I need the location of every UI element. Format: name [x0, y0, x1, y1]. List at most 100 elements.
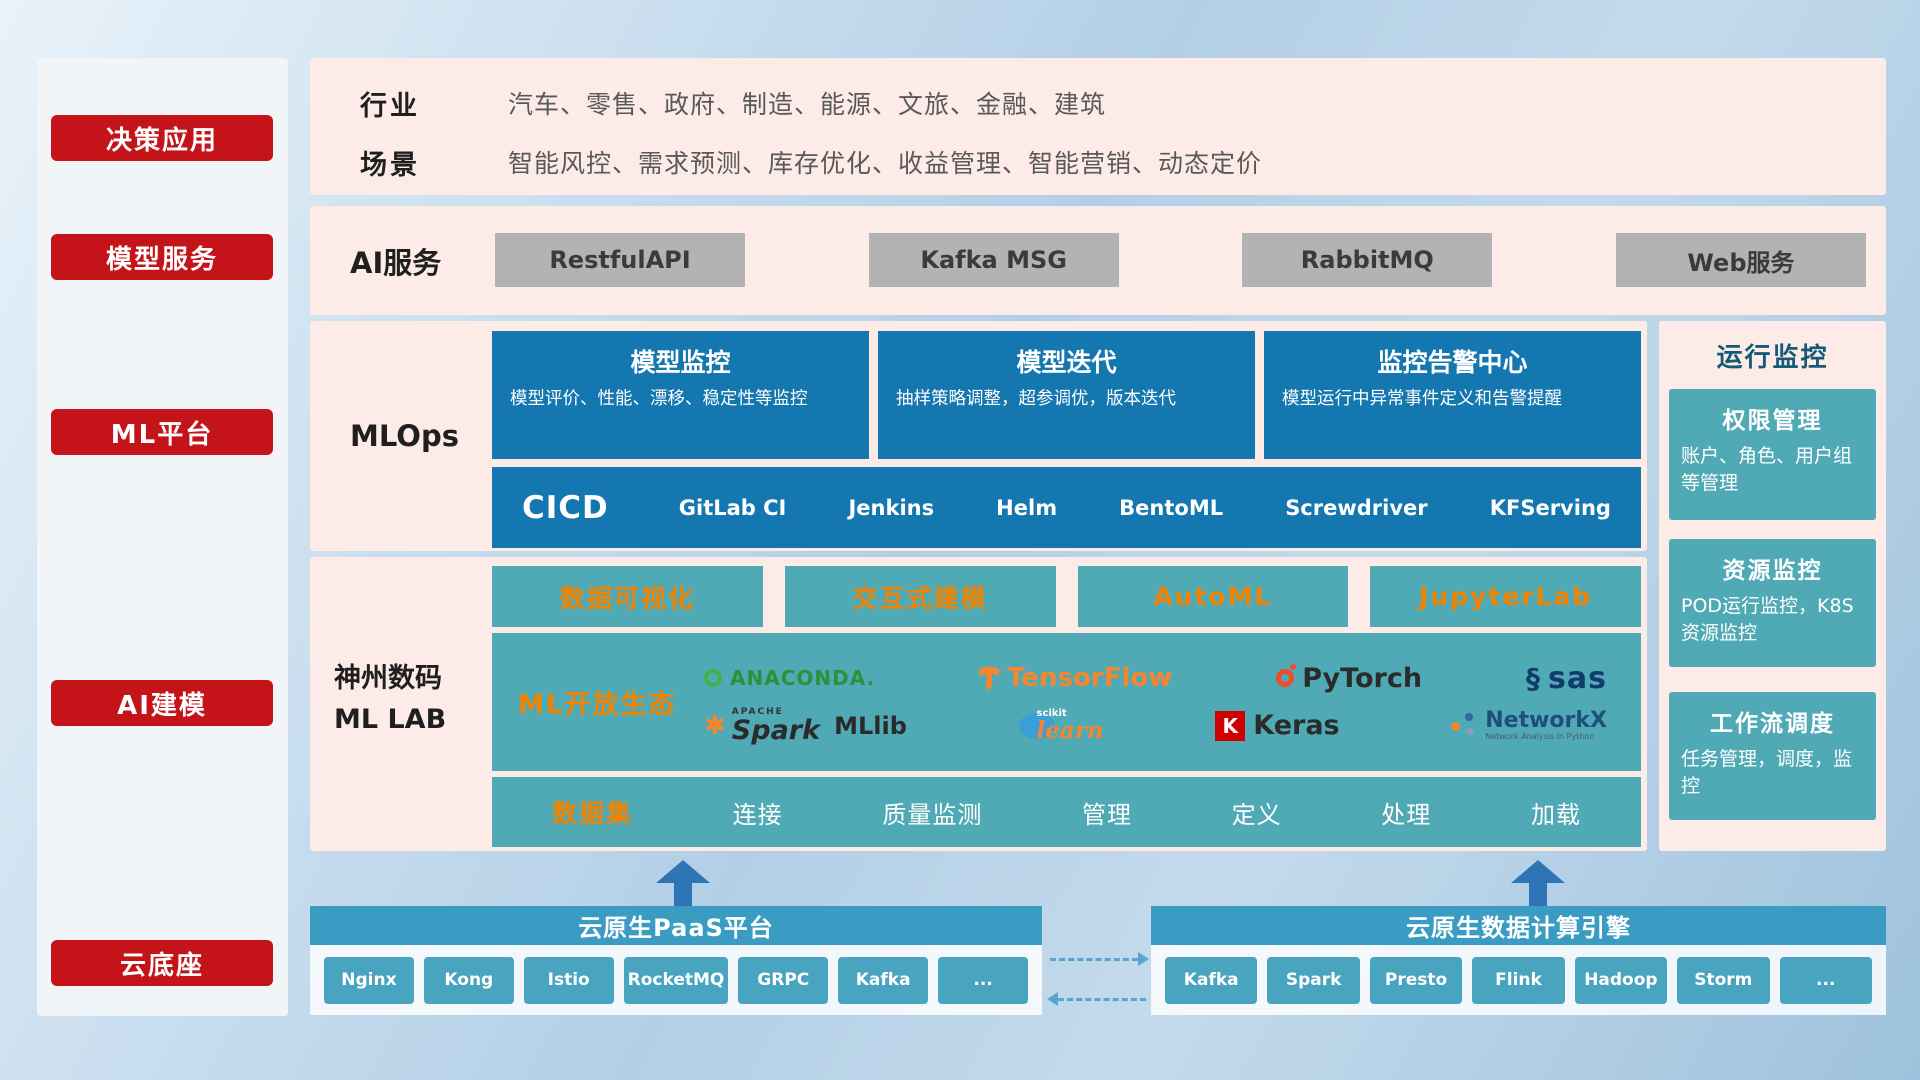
paas-nginx: Nginx [324, 956, 414, 1004]
tool-jenkins: Jenkins [848, 495, 935, 520]
tool-interactive-modeling: 交互式建模 [784, 566, 1056, 627]
sas-icon: § [1526, 661, 1541, 695]
tool-jupyterlab: JupyterLab [1370, 566, 1641, 627]
tool-automl: AutoML [1077, 566, 1349, 627]
card-title: 资源监控 [1722, 558, 1823, 584]
anaconda-icon [704, 669, 722, 687]
networkx-icon [1451, 713, 1477, 737]
card-title: 权限管理 [1722, 408, 1823, 434]
left-sidebar [37, 58, 288, 1016]
mlops-label: MLOps [350, 419, 459, 453]
mllab-panel: 神州数码 ML LAB 数据可视化 交互式建模 AutoML JupyterLa… [310, 557, 1647, 851]
tensorflow-logo: TensorFlow [979, 663, 1172, 693]
sidebar-item-ml-platform: ML平台 [51, 409, 273, 455]
card-permission-management: 权限管理 账户、角色、用户组等管理 [1669, 389, 1876, 520]
engine-hadoop: Hadoop [1574, 956, 1668, 1004]
card-alert-center: 监控告警中心 模型运行中异常事件定义和告警提醒 [1264, 331, 1641, 459]
mllib-text: MLlib [834, 711, 907, 740]
tool-screwdriver: Screwdriver [1285, 495, 1428, 520]
dashed-connector-left [1058, 998, 1146, 1001]
up-arrow-left-stem [674, 882, 692, 907]
up-arrow-right-stem [1529, 882, 1547, 907]
service-restfulapi: RestfulAPI [495, 233, 745, 287]
sidebar-item-decision-apps: 决策应用 [51, 115, 273, 161]
paas-header: 云原生PaaS平台 [310, 906, 1042, 945]
spark-text: Spark [731, 714, 821, 746]
paas-strip: Nginx Kong Istio RocketMQ GRPC Kafka ... [310, 945, 1042, 1015]
card-model-iteration: 模型迭代 抽样策略调整，超参调优，版本迭代 [878, 331, 1255, 459]
cicd-label: CICD [522, 489, 609, 526]
paas-grpc: GRPC [738, 956, 829, 1004]
spark-apache-text: APACHE [731, 706, 784, 717]
mllab-label-line1: 神州数码 [334, 663, 442, 694]
card-resource-monitoring: 资源监控 POD运行监控，K8S资源监控 [1669, 539, 1876, 667]
engine-kafka: Kafka [1165, 956, 1258, 1004]
ai-services-row: RestfulAPI Kafka MSG RabbitMQ Web服务 [495, 233, 1866, 287]
card-desc: 抽样策略调整，超参调优，版本迭代 [896, 389, 1176, 409]
monitoring-panel: 运行监控 权限管理 账户、角色、用户组等管理 资源监控 POD运行监控，K8S资… [1659, 321, 1886, 851]
ecosystem-logos: ANACONDA. TensorFlow PyTorch § sas [696, 661, 1615, 744]
dataset-manage: 管理 [1081, 800, 1132, 829]
pytorch-text: PyTorch [1302, 662, 1423, 694]
spark-mllib-logo: ✱ APACHE Spark MLlib [704, 706, 907, 746]
industry-label: 行业 [360, 91, 420, 122]
card-desc: POD运行监控，K8S资源监控 [1681, 595, 1854, 644]
service-kafka-msg: Kafka MSG [868, 233, 1119, 287]
scikit-learn-logo: scikit learn [1018, 709, 1104, 743]
dataset-process: 处理 [1381, 800, 1432, 829]
mllab-top-tools: 数据可视化 交互式建模 AutoML JupyterLab [492, 566, 1641, 627]
up-arrow-left [656, 860, 710, 883]
mllab-label-line2: ML LAB [334, 703, 447, 735]
dataset-load: 加载 [1530, 800, 1581, 829]
dashed-arrowhead-left [1047, 992, 1058, 1006]
card-model-monitoring: 模型监控 模型评价、性能、漂移、稳定性等监控 [492, 331, 869, 459]
service-web: Web服务 [1615, 233, 1866, 287]
engine-storm: Storm [1677, 956, 1770, 1004]
tool-kfserving: KFServing [1489, 495, 1611, 520]
sidebar-item-model-services: 模型服务 [51, 234, 273, 280]
dashed-connector-right [1050, 958, 1138, 961]
up-arrow-right [1511, 860, 1565, 883]
spark-wordmark: APACHE Spark [731, 706, 821, 746]
sas-logo: § sas [1526, 661, 1607, 696]
dataset-quality: 质量监测 [882, 800, 983, 829]
tool-bentoml: BentoML [1119, 495, 1224, 520]
networkx-logo: NetworkX Network Analysis in Python [1451, 708, 1607, 742]
card-title: 模型监控 [630, 348, 731, 377]
dataset-define: 定义 [1231, 800, 1282, 829]
tool-gitlab-ci: GitLab CI [678, 495, 787, 520]
scenario-label: 场景 [360, 150, 420, 181]
mlops-panel: MLOps 模型监控 模型评价、性能、漂移、稳定性等监控 模型迭代 抽样策略调整… [310, 321, 1647, 551]
dataset-bar: 数据集 连接 质量监测 管理 定义 处理 加载 [492, 777, 1641, 847]
sas-text: sas [1548, 660, 1607, 696]
sidebar-item-cloud-base: 云底座 [51, 940, 273, 986]
paas-kafka: Kafka [838, 956, 929, 1004]
ecosystem-row-1: ANACONDA. TensorFlow PyTorch § sas [696, 661, 1615, 696]
engine-strip: Kafka Spark Presto Flink Hadoop Storm ..… [1151, 945, 1886, 1015]
tensorflow-icon [979, 666, 1000, 690]
sidebar-item-ai-modeling: AI建模 [51, 680, 273, 726]
scikit-learn-wordmark: scikit learn [1037, 709, 1104, 743]
scenario-list: 智能风控、需求预测、库存优化、收益管理、智能营销、动态定价 [508, 149, 1263, 178]
monitoring-title: 运行监控 [1716, 343, 1829, 373]
keras-text: Keras [1253, 710, 1340, 741]
engine-presto: Presto [1369, 956, 1463, 1004]
card-desc: 模型运行中异常事件定义和告警提醒 [1282, 389, 1562, 409]
engine-more: ... [1779, 956, 1872, 1004]
dataset-label: 数据集 [552, 799, 634, 828]
ai-services-panel: AI服务 RestfulAPI Kafka MSG RabbitMQ Web服务 [310, 206, 1886, 315]
anaconda-text: ANACONDA. [730, 666, 876, 690]
mlops-cards: 模型监控 模型评价、性能、漂移、稳定性等监控 模型迭代 抽样策略调整，超参调优，… [492, 331, 1641, 459]
dataset-connect: 连接 [732, 800, 783, 829]
networkx-subtitle: Network Analysis in Python [1485, 732, 1595, 742]
ai-services-label: AI服务 [350, 245, 442, 280]
engine-spark: Spark [1267, 956, 1360, 1004]
engine-flink: Flink [1472, 956, 1565, 1004]
card-title: 工作流调度 [1710, 711, 1835, 737]
tool-data-visualization: 数据可视化 [492, 566, 763, 627]
engine-header: 云原生数据计算引擎 [1151, 906, 1886, 945]
card-desc: 账户、角色、用户组等管理 [1681, 445, 1853, 494]
service-rabbitmq: RabbitMQ [1242, 233, 1493, 287]
networkx-wordmark: NetworkX Network Analysis in Python [1485, 708, 1607, 742]
